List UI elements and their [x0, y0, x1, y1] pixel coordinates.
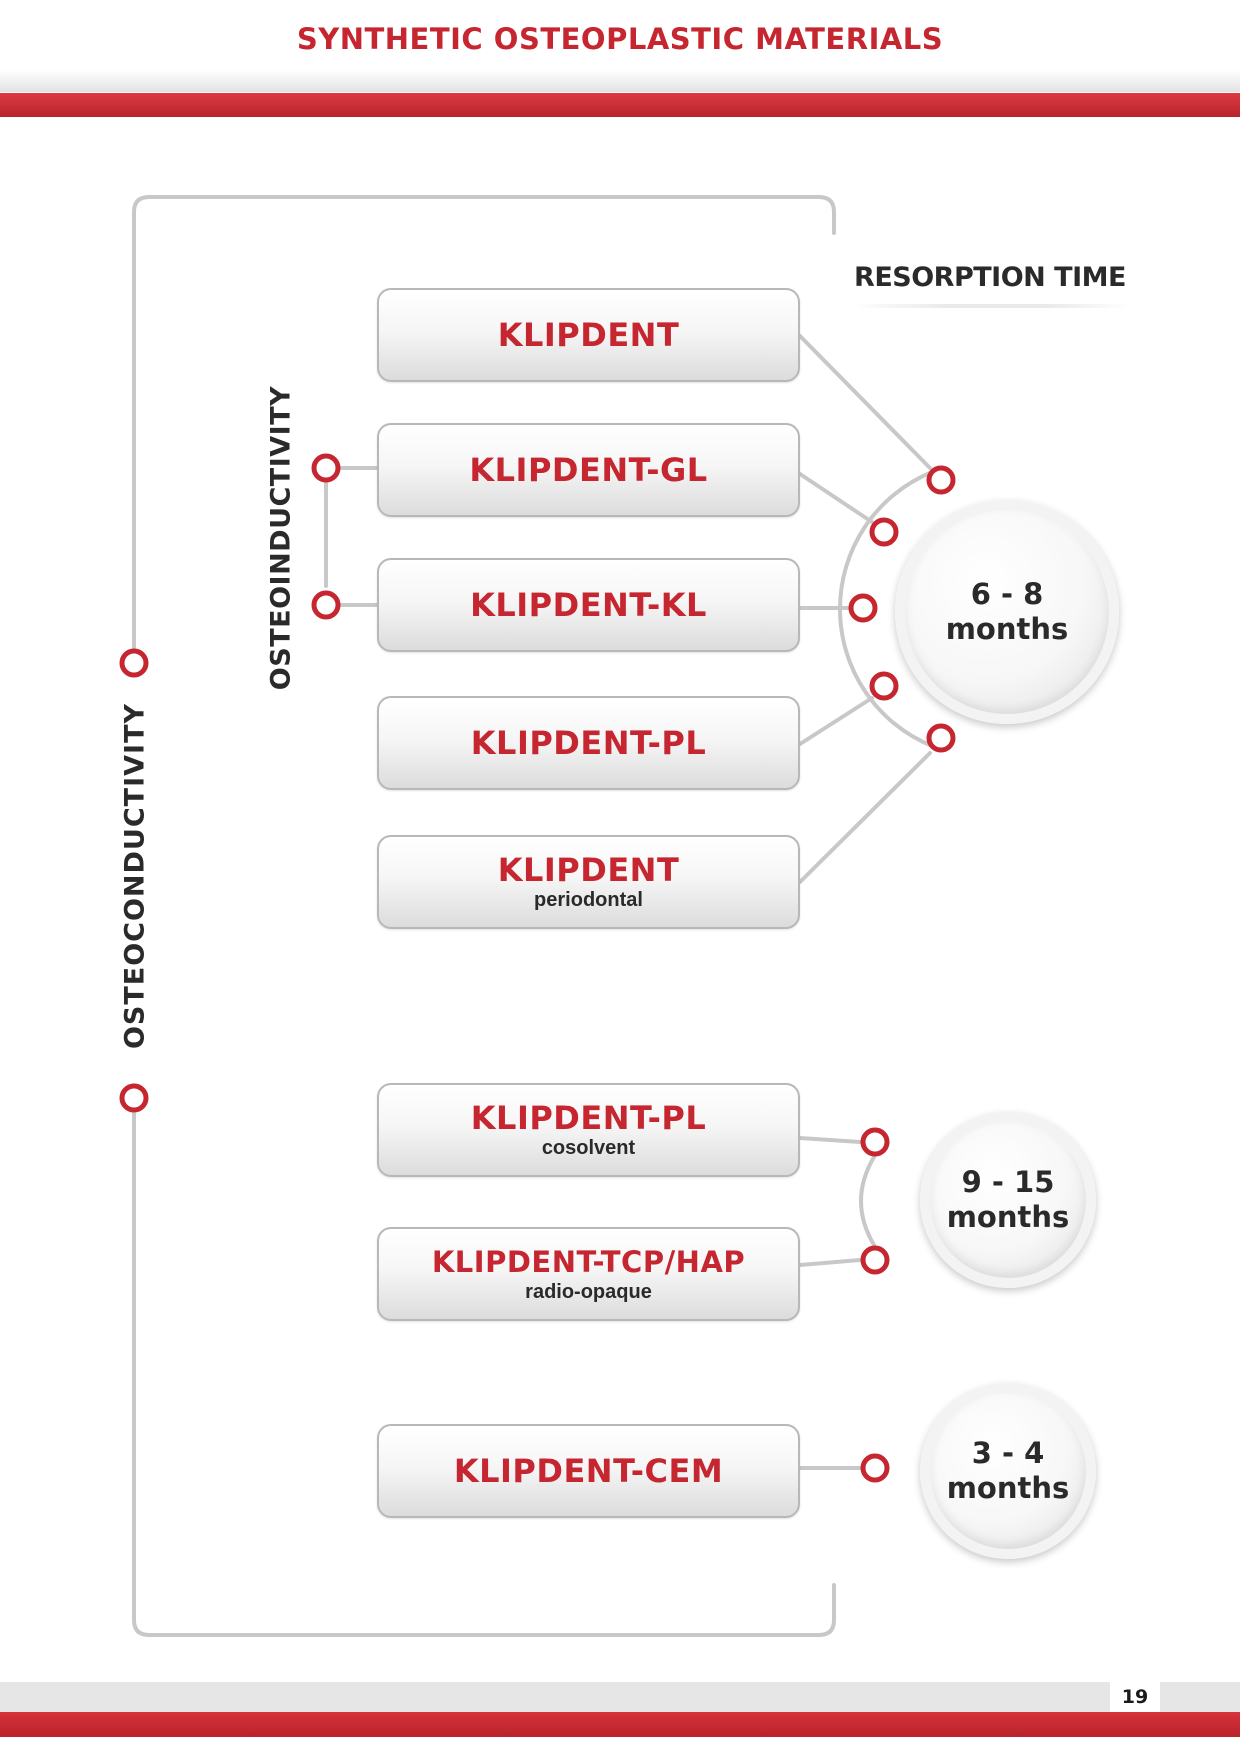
resorption-circle-9-15: 9 - 15 months [920, 1112, 1096, 1288]
group1-node-1 [926, 465, 956, 495]
product-name: KLIPDENT [497, 851, 680, 889]
product-box-klipdent-kl: KLIPDENT-KL [377, 558, 800, 652]
connector-klipdent [798, 334, 932, 470]
resorption-circle-6-8: 6 - 8 months [895, 500, 1119, 724]
product-box-klipdent-cem: KLIPDENT-CEM [377, 1424, 800, 1518]
product-name: KLIPDENT-TCP/HAP [431, 1245, 746, 1279]
group2-arc [859, 1155, 876, 1247]
product-box-klipdent-tcp-hap: KLIPDENT-TCP/HAP radio-opaque [377, 1227, 800, 1321]
product-name: KLIPDENT-CEM [453, 1452, 724, 1490]
product-box-klipdent-pl-cosolvent: KLIPDENT-PL cosolvent [377, 1083, 800, 1177]
osteoconductivity-bracket-lower [132, 1112, 836, 1637]
connector-klipdent-periodontal [798, 751, 932, 884]
group2-node-2 [860, 1245, 890, 1275]
group1-node-5 [926, 723, 956, 753]
osteoconductivity-label: OSTEOCONDUCTIVITY [119, 702, 151, 1050]
connector-klipdent-pl [798, 696, 874, 746]
product-box-klipdent-periodontal: KLIPDENT periodontal [377, 835, 800, 929]
group1-arc [838, 470, 934, 748]
product-box-klipdent-gl: KLIPDENT-GL [377, 423, 800, 517]
product-box-klipdent: KLIPDENT [377, 288, 800, 382]
connector-klipdent-tcp-hap [798, 1258, 862, 1267]
product-subtitle: cosolvent [541, 1137, 636, 1159]
group3-node [860, 1453, 890, 1483]
resorption-unit: months [945, 612, 1069, 646]
product-name: KLIPDENT-GL [469, 451, 708, 489]
footer-band-gray [0, 1682, 1240, 1712]
osteoconductivity-node-top [119, 648, 149, 678]
header-band-red [0, 93, 1240, 117]
osteoinductivity-node-gl [311, 453, 341, 483]
osteoconductivity-bracket [132, 195, 836, 650]
footer-band-red [0, 1712, 1240, 1737]
page-number: 19 [1110, 1682, 1160, 1712]
osteoinductivity-node-kl [311, 590, 341, 620]
product-name: KLIPDENT-PL [470, 724, 707, 762]
resorption-unit: months [946, 1200, 1070, 1234]
product-subtitle: periodontal [534, 889, 643, 911]
product-name: KLIPDENT-KL [470, 586, 707, 624]
group2-node-1 [860, 1127, 890, 1157]
resorption-range: 6 - 8 [970, 577, 1044, 611]
connector-klipdent-gl [798, 472, 874, 524]
header-band-gray [0, 70, 1240, 92]
product-box-klipdent-pl: KLIPDENT-PL [377, 696, 800, 790]
resorption-unit: months [946, 1471, 1070, 1505]
resorption-circle-3-4: 3 - 4 months [920, 1383, 1096, 1559]
product-subtitle: radio-opaque [525, 1281, 652, 1303]
product-name: KLIPDENT-PL [470, 1099, 707, 1137]
osteoinductivity-label: OSTEOINDUCTIVITY [265, 385, 297, 691]
group1-node-2 [869, 517, 899, 547]
osteoconductivity-node-bottom [119, 1083, 149, 1113]
resorption-range: 3 - 4 [971, 1436, 1045, 1470]
page-title: SYNTHETIC OSTEOPLASTIC MATERIALS [296, 22, 944, 56]
group1-node-4 [869, 671, 899, 701]
resorption-time-heading: RESORPTION TIME [850, 262, 1130, 308]
resorption-range: 9 - 15 [961, 1165, 1055, 1199]
group1-node-3 [848, 593, 878, 623]
product-name: KLIPDENT [497, 316, 680, 354]
connector-klipdent-pl-cosolvent [798, 1136, 862, 1144]
